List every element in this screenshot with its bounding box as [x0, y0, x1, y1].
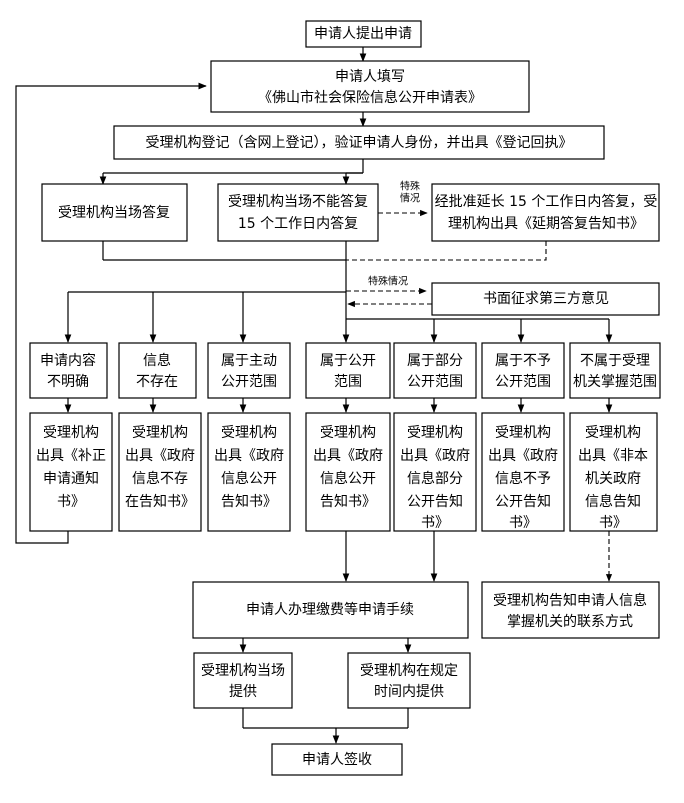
category-not-exist-line1: 信息 — [143, 352, 171, 369]
notice-line: 告知书》 — [320, 493, 376, 510]
extend-line1: 经批准延长 15 个工作日内答复，受 — [435, 193, 658, 210]
cannot-reply-line2: 15 个工作日内答复 — [238, 215, 358, 232]
provide-now-step: 受理机构当场 提供 — [193, 652, 293, 709]
submit-label: 申请人提出申请 — [314, 26, 412, 42]
fill-form-line1: 申请人填写 — [335, 69, 405, 85]
notice-line: 出具《政府 — [125, 448, 195, 464]
register-label: 受理机构登记（含网上登记），验证申请人身份，并出具《登记回执》 — [146, 135, 573, 151]
category-active-line2: 公开范围 — [221, 373, 277, 390]
cannot-reply-line1: 受理机构当场不能答复 — [228, 193, 368, 210]
notice-line: 受理机构 — [221, 425, 277, 441]
special-label-1a: 特殊 — [400, 180, 420, 193]
notice-line: 在告知书》 — [125, 493, 195, 510]
notice-line: 信息公开 — [221, 470, 277, 487]
notice-line: 出具《非本 — [578, 448, 648, 464]
reply-on-site-label: 受理机构当场答复 — [58, 204, 170, 221]
notice-line: 受理机构 — [320, 425, 376, 441]
notice-line: 受理机构 — [43, 425, 99, 441]
category-not-held: 不属于受理 机关掌握范围 — [569, 342, 661, 399]
category-public-line2: 范围 — [334, 373, 362, 390]
special-label-1b: 情况 — [400, 192, 420, 205]
provide-now-line1: 受理机构当场 — [201, 663, 285, 679]
provide-now-line2: 提供 — [229, 684, 257, 700]
notice-no-disclose: 受理机构 出具《政府 信息不予 公开告知 书》 — [481, 412, 565, 532]
contact-line1: 受理机构告知申请人信息 — [493, 592, 647, 609]
register-step: 受理机构登记（含网上登记），验证申请人身份，并出具《登记回执》 — [113, 125, 605, 160]
category-public-line1: 属于公开 — [320, 353, 376, 369]
sign-step: 申请人签收 — [271, 743, 403, 776]
pay-label: 申请人办理缴费等申请手续 — [246, 601, 414, 618]
category-partial: 属于部分 公开范围 — [393, 342, 477, 399]
notice-not-held: 受理机构 出具《非本 机关政府 信息告知 书》 — [569, 412, 658, 532]
cannot-reply-step: 受理机构当场不能答复 15 个工作日内答复 — [217, 183, 379, 242]
pay-step: 申请人办理缴费等申请手续 — [192, 581, 469, 639]
notice-line: 出具《政府 — [488, 448, 558, 464]
category-unclear-line2: 不明确 — [47, 374, 89, 390]
notice-line: 出具《政府 — [313, 448, 383, 464]
notice-line: 书》 — [509, 515, 537, 531]
special-label-2: 特殊情况 — [368, 275, 408, 288]
notice-line: 受理机构 — [585, 425, 641, 441]
submit-step: 申请人提出申请 — [305, 20, 422, 48]
category-public: 属于公开 范围 — [305, 342, 391, 399]
provide-later-line1: 受理机构在规定 — [360, 663, 458, 679]
fill-form-step: 申请人填写 《佛山市社会保险信息公开申请表》 — [210, 60, 530, 113]
notice-line: 机关政府 — [585, 471, 641, 487]
notice-line: 信息不存 — [132, 470, 188, 487]
contact-line2: 掌握机关的联系方式 — [507, 614, 633, 630]
notice-supplement: 受理机构 出具《补正 申请通知 书》 — [29, 412, 113, 532]
notice-line: 信息部分 — [407, 470, 463, 487]
notice-line: 受理机构 — [132, 425, 188, 441]
special-case-connectors — [346, 209, 613, 582]
notice-line: 公开告知 — [495, 493, 551, 510]
notice-line: 信息告知 — [585, 493, 641, 510]
category-not-held-line2: 机关掌握范围 — [573, 373, 657, 390]
category-no-disclose-line2: 公开范围 — [495, 373, 551, 390]
category-not-held-line1: 不属于受理 — [580, 353, 650, 369]
category-no-disclose-line1: 属于不予 — [495, 353, 551, 369]
extend-line2: 理机构出具《延期答复告知书》 — [448, 215, 644, 232]
notice-line: 书》 — [421, 515, 449, 531]
notice-line: 书》 — [599, 515, 627, 531]
notice-line: 出具《政府 — [400, 448, 470, 464]
notice-active: 受理机构 出具《政府 信息公开 告知书》 — [207, 412, 291, 532]
notice-line: 受理机构 — [407, 425, 463, 441]
notice-line: 书》 — [57, 494, 85, 510]
notice-line: 申请通知 — [43, 470, 99, 487]
contact-step: 受理机构告知申请人信息 掌握机关的联系方式 — [481, 581, 660, 639]
category-not-exist: 信息 不存在 — [118, 342, 197, 399]
third-party-step: 书面征求第三方意见 — [431, 282, 660, 316]
notice-line: 信息公开 — [320, 470, 376, 487]
notice-partial: 受理机构 出具《政府 信息部分 公开告知 书》 — [393, 412, 477, 532]
notice-not-exist: 受理机构 出具《政府 信息不存 在告知书》 — [118, 412, 202, 532]
category-active-line1: 属于主动 — [221, 353, 277, 369]
category-no-disclose: 属于不予 公开范围 — [481, 342, 565, 399]
provide-later-step: 受理机构在规定 时间内提供 — [347, 652, 471, 709]
category-partial-line1: 属于部分 — [407, 353, 463, 369]
notice-line: 出具《补正 — [36, 448, 106, 464]
notice-public: 受理机构 出具《政府 信息公开 告知书》 — [305, 412, 391, 532]
flow-connectors — [15, 47, 613, 744]
reply-on-site-step: 受理机构当场答复 — [41, 183, 188, 242]
notice-line: 受理机构 — [495, 425, 551, 441]
category-partial-line2: 公开范围 — [407, 373, 463, 390]
fill-form-line2: 《佛山市社会保险信息公开申请表》 — [258, 89, 482, 106]
notice-line: 告知书》 — [221, 493, 277, 510]
category-not-exist-line2: 不存在 — [136, 374, 178, 390]
notice-line: 公开告知 — [407, 493, 463, 510]
category-unclear: 申请内容 不明确 — [29, 342, 108, 399]
third-party-label: 书面征求第三方意见 — [483, 290, 609, 307]
notice-line: 出具《政府 — [214, 448, 284, 464]
extend-step: 经批准延长 15 个工作日内答复，受 理机构出具《延期答复告知书》 — [431, 183, 660, 242]
provide-later-line2: 时间内提供 — [374, 684, 444, 700]
sign-label: 申请人签收 — [302, 751, 372, 768]
notice-line: 信息不予 — [495, 470, 551, 487]
category-unclear-line1: 申请内容 — [40, 352, 96, 369]
category-active: 属于主动 公开范围 — [207, 342, 291, 399]
